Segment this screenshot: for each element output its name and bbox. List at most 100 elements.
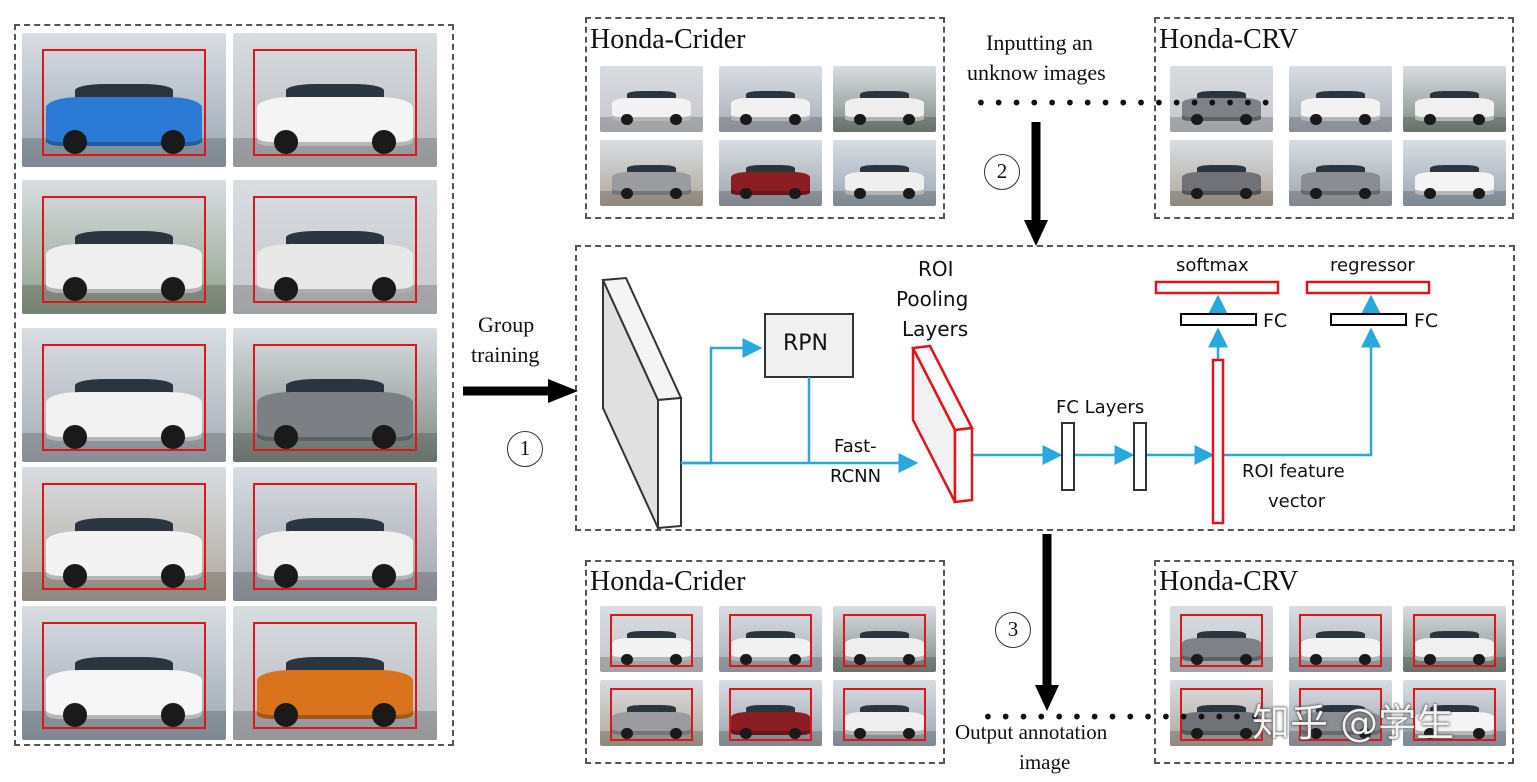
fc-left-bar [1180,313,1257,326]
bottom-right-class-panel [1154,560,1514,764]
roi-feature-label-line2: vector [1268,491,1326,512]
training-car-image [233,467,437,601]
detection-bounding-box [610,613,693,667]
step3-number-circle: 3 [995,612,1031,648]
fc-right-label: FC [1414,310,1439,332]
roi-pooling-label-line2: Pooling [896,287,969,311]
roi-pooling-block [911,344,974,504]
detection-bounding-box [1299,613,1382,667]
bottom-left-class-label: Honda-Crider [590,566,746,597]
detection-bounding-box [42,49,206,157]
training-images-panel [14,24,454,746]
watermark-text: 知乎 @学生 [1252,701,1455,745]
top-right-class-label: Honda-CRV [1159,24,1299,55]
conv-feature-block [601,276,683,530]
detection-bounding-box [843,613,926,667]
detection-bounding-box [1180,687,1263,741]
roi-feature-vector [1211,358,1225,525]
training-car-image [22,33,226,167]
detection-bounding-box [843,687,926,741]
top-left-class-label: Honda-Crider [590,24,746,55]
step1-arrow [463,379,578,403]
step2-label-line2: unknow images [967,60,1106,85]
detection-bounding-box [42,483,206,591]
softmax-label: softmax [1176,255,1249,276]
training-car-image [22,467,226,601]
step2-arrow [1024,122,1048,246]
rpn-label: RPN [783,331,829,356]
step1-label-line2: training [471,342,540,367]
detection-bounding-box [253,196,417,304]
detection-bounding-box [253,344,417,452]
sample-car-image [600,66,703,132]
step3-arrow [1035,534,1059,711]
sample-car-image [600,140,703,206]
fc-layer-2 [1133,422,1147,491]
sample-car-image [1403,140,1506,206]
arrow-conv-to-rpn [681,338,763,465]
fast-rcnn-label-line2: RCNN [830,466,882,487]
top-left-class-panel [585,17,945,219]
sample-car-image [1170,140,1273,206]
fc-left-label: FC [1263,310,1288,332]
sample-car-image [1289,66,1392,132]
annotated-car-image [1403,680,1506,746]
training-car-image [233,180,437,314]
fast-rcnn-label-line1: Fast- [834,436,877,457]
training-car-image [233,328,437,462]
detection-bounding-box [253,483,417,591]
top-right-class-panel [1154,17,1514,219]
annotated-car-image [1289,606,1392,672]
regressor-bar [1305,280,1431,295]
annotated-car-image [600,680,703,746]
bottom-right-class-label: Honda-CRV [1159,566,1299,597]
step1-label-line1: Group [478,312,535,337]
detection-bounding-box [610,687,693,741]
rpn-box [764,313,854,378]
detection-bounding-box [1413,687,1496,741]
sample-car-image [1403,66,1506,132]
step3-label-line2: image [1019,750,1071,774]
annotated-car-image [1170,606,1273,672]
detection-bounding-box [729,613,812,667]
fc-layer-1 [1061,422,1075,491]
detection-bounding-box [253,622,417,730]
training-car-image [233,33,437,167]
softmax-bar [1154,280,1280,295]
arrow-feature-to-regressor [1224,327,1381,457]
detection-bounding-box [1299,687,1382,741]
annotated-car-image [719,680,822,746]
step1-number-circle: 1 [507,431,543,467]
fc-layers-label: FC Layers [1056,397,1145,418]
sample-car-image [833,140,936,206]
step2-label-line1: Inputting an [986,30,1093,55]
regressor-label: regressor [1330,255,1415,276]
training-car-image [233,606,437,740]
detection-bounding-box [42,196,206,304]
detection-bounding-box [42,622,206,730]
roi-feature-label-line1: ROI feature [1242,461,1345,482]
sample-car-image [1170,66,1273,132]
roi-pooling-label-line1: ROI [918,257,954,281]
detection-bounding-box [1413,613,1496,667]
sample-car-image [719,66,822,132]
training-car-image [22,328,226,462]
detection-bounding-box [253,49,417,157]
bottom-left-class-panel [585,560,945,764]
sample-car-image [1289,140,1392,206]
training-car-image [22,606,226,740]
sample-car-image [719,140,822,206]
annotated-car-image [1403,606,1506,672]
detection-bounding-box [729,687,812,741]
step2-number-circle: 2 [984,154,1020,190]
sample-car-image [833,66,936,132]
annotated-car-image [600,606,703,672]
network-panel [575,245,1515,531]
annotated-car-image [833,680,936,746]
training-car-image [22,180,226,314]
detection-bounding-box [42,344,206,452]
detection-bounding-box [1180,613,1263,667]
roi-pooling-label-line3: Layers [902,317,969,341]
fc-right-bar [1330,313,1407,326]
